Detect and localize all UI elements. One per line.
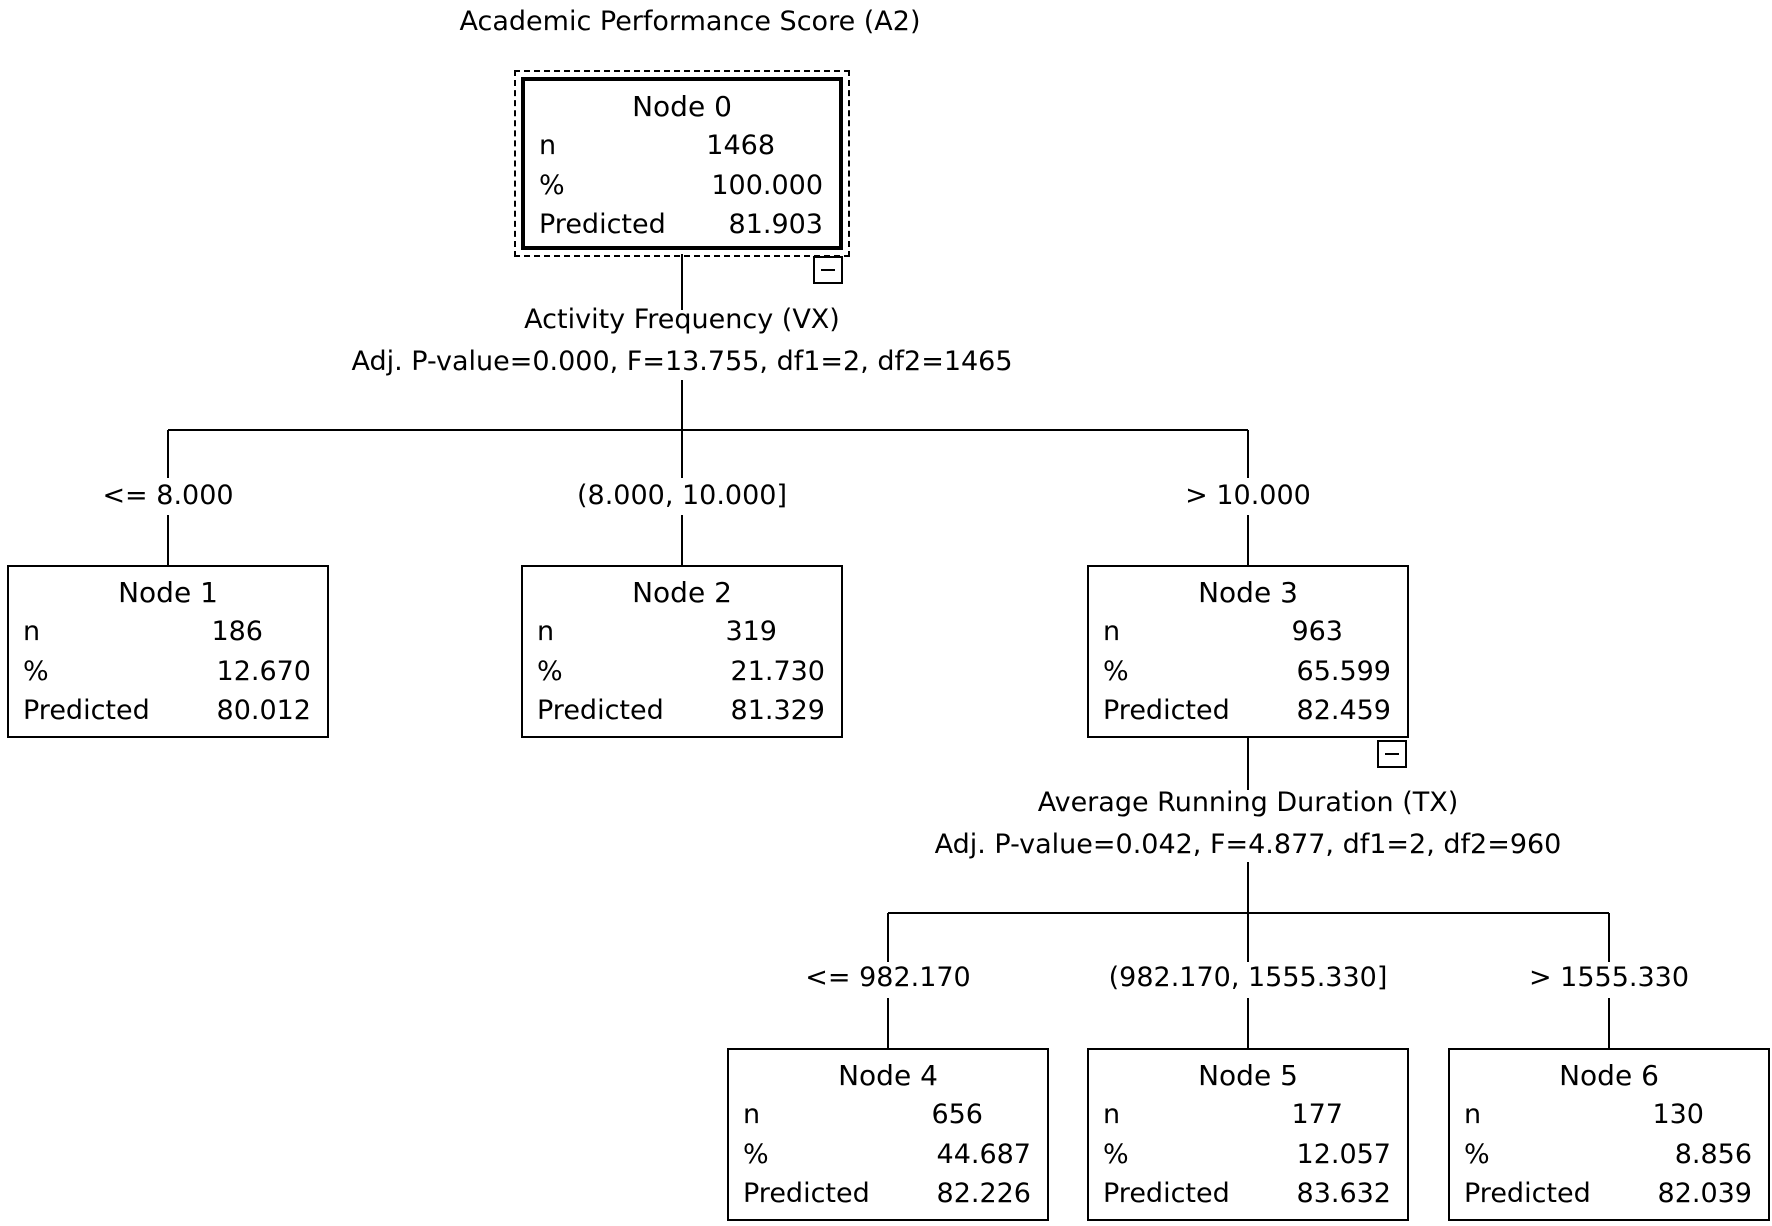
predicted-value: 83.632 <box>1296 1178 1391 1209</box>
predicted-label: Predicted <box>537 695 664 726</box>
target-variable-label: Academic Performance Score (A2) <box>459 6 921 37</box>
percent-value: 8.856 <box>1674 1139 1752 1170</box>
percent-label: % <box>23 656 49 687</box>
tree-node-4[interactable]: Node 4 n 656 % 44.687 Predicted 82.226 <box>727 1048 1049 1221</box>
node-title: Node 5 <box>1198 1059 1298 1092</box>
collapse-node-3-icon[interactable] <box>1377 740 1407 768</box>
node3-split-variable: Average Running Duration (TX) <box>1037 787 1459 818</box>
percent-value: 12.057 <box>1296 1139 1391 1170</box>
tree-node-2[interactable]: Node 2 n 319 % 21.730 Predicted 81.329 <box>521 565 843 738</box>
branch-label-2: (8.000, 10.000] <box>576 480 788 511</box>
percent-label: % <box>1103 656 1129 687</box>
n-value: 656 <box>931 1099 983 1130</box>
predicted-value: 82.459 <box>1296 695 1391 726</box>
tree-node-3[interactable]: Node 3 n 963 % 65.599 Predicted 82.459 <box>1087 565 1409 738</box>
n-label: n <box>1103 616 1121 647</box>
percent-value: 21.730 <box>730 656 825 687</box>
percent-label: % <box>743 1139 769 1170</box>
branch-label-3: > 10.000 <box>1185 480 1311 511</box>
n-label: n <box>23 616 41 647</box>
root-split-stats: Adj. P-value=0.000, F=13.755, df1=2, df2… <box>351 346 1013 377</box>
node-title: Node 0 <box>632 90 732 123</box>
root-split-variable: Activity Frequency (VX) <box>524 304 840 335</box>
n-value: 177 <box>1291 1099 1343 1130</box>
tree-node-1[interactable]: Node 1 n 186 % 12.670 Predicted 80.012 <box>7 565 329 738</box>
branch-label-4: <= 982.170 <box>805 962 971 993</box>
tree-node-6[interactable]: Node 6 n 130 % 8.856 Predicted 82.039 <box>1448 1048 1770 1221</box>
n-value: 186 <box>211 616 263 647</box>
node-title: Node 1 <box>118 576 218 609</box>
n-value: 963 <box>1291 616 1343 647</box>
n-label: n <box>537 616 555 647</box>
predicted-value: 81.903 <box>728 209 823 240</box>
tree-node-0[interactable]: Node 0 n 1468 % 100.000 Predicted 81.903 <box>514 70 850 257</box>
predicted-label: Predicted <box>1103 1178 1230 1209</box>
n-label: n <box>539 130 557 161</box>
n-label: n <box>743 1099 761 1130</box>
predicted-label: Predicted <box>539 209 666 240</box>
tree-node-5[interactable]: Node 5 n 177 % 12.057 Predicted 83.632 <box>1087 1048 1409 1221</box>
percent-label: % <box>1464 1139 1490 1170</box>
n-label: n <box>1103 1099 1121 1130</box>
n-value: 319 <box>725 616 777 647</box>
percent-value: 44.687 <box>936 1139 1031 1170</box>
percent-value: 100.000 <box>711 170 823 201</box>
node-title: Node 3 <box>1198 576 1298 609</box>
n-label: n <box>1464 1099 1482 1130</box>
predicted-value: 82.226 <box>936 1178 1031 1209</box>
predicted-label: Predicted <box>1103 695 1230 726</box>
node-title: Node 4 <box>838 1059 938 1092</box>
predicted-label: Predicted <box>23 695 150 726</box>
percent-label: % <box>1103 1139 1129 1170</box>
n-value: 130 <box>1652 1099 1704 1130</box>
percent-label: % <box>537 656 563 687</box>
node-title: Node 6 <box>1559 1059 1659 1092</box>
percent-value: 12.670 <box>216 656 311 687</box>
predicted-value: 81.329 <box>730 695 825 726</box>
collapse-node-0-icon[interactable] <box>813 256 843 284</box>
branch-label-5: (982.170, 1555.330] <box>1108 962 1388 993</box>
n-value: 1468 <box>706 130 775 161</box>
node3-split-stats: Adj. P-value=0.042, F=4.877, df1=2, df2=… <box>934 829 1562 860</box>
percent-label: % <box>539 170 565 201</box>
percent-value: 65.599 <box>1296 656 1391 687</box>
predicted-value: 80.012 <box>216 695 311 726</box>
predicted-label: Predicted <box>1464 1178 1591 1209</box>
node-title: Node 2 <box>632 576 732 609</box>
branch-label-1: <= 8.000 <box>102 480 234 511</box>
predicted-label: Predicted <box>743 1178 870 1209</box>
branch-label-6: > 1555.330 <box>1528 962 1690 993</box>
predicted-value: 82.039 <box>1657 1178 1752 1209</box>
